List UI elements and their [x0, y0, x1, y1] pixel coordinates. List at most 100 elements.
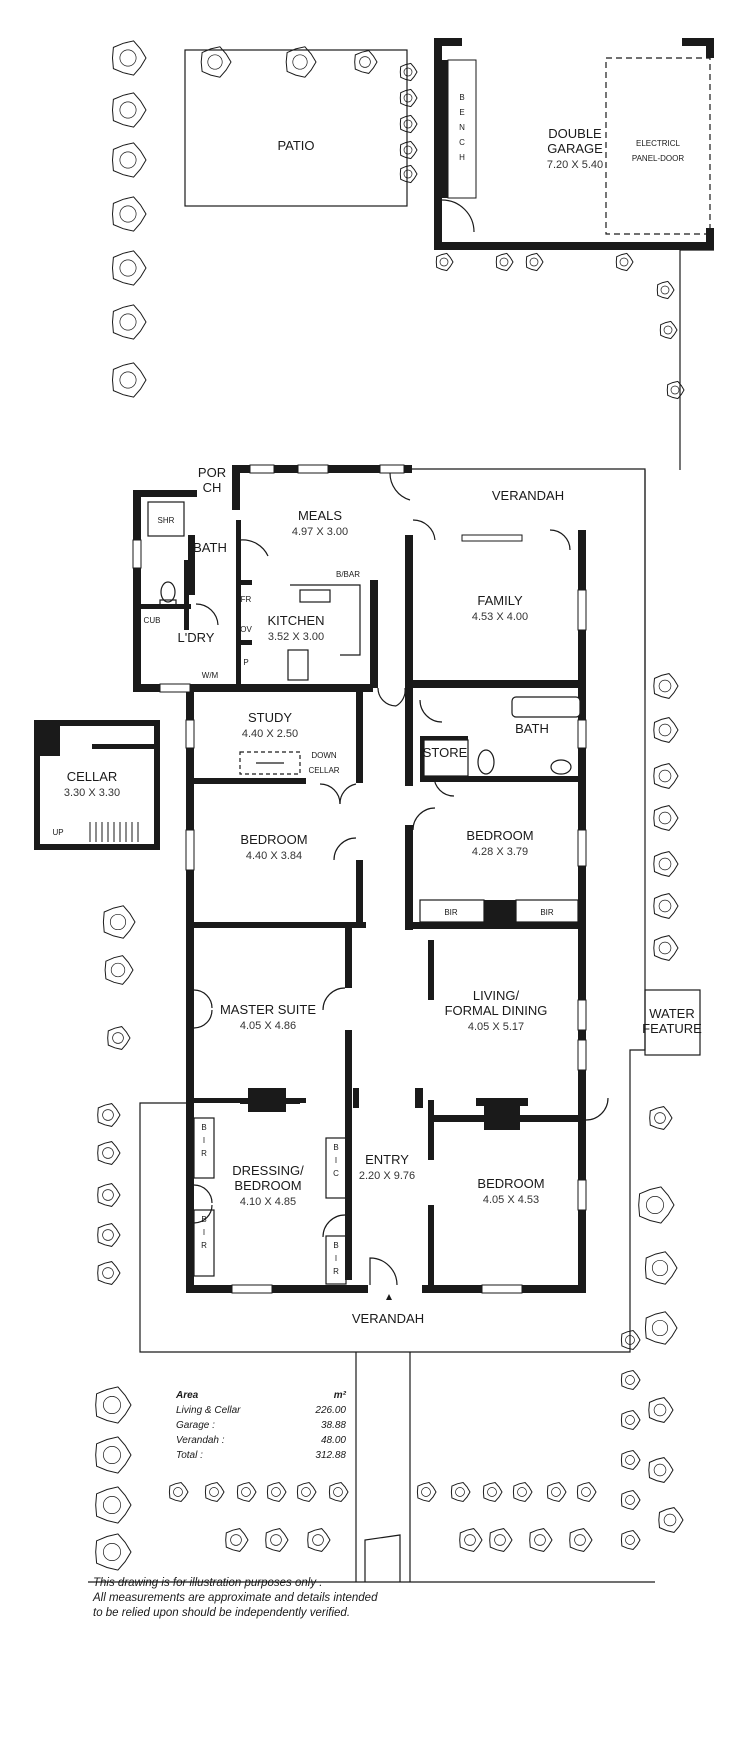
shrub	[354, 50, 378, 74]
verandah-rear-label: VERANDAH	[492, 488, 564, 503]
shrub	[512, 1481, 533, 1503]
disclaimer: This drawing is for illustration purpose…	[93, 1576, 473, 1621]
door-swings	[193, 472, 609, 1238]
shrub	[399, 140, 418, 160]
shrub	[525, 252, 544, 272]
shrub	[111, 250, 147, 286]
bedroom-2-dimensions: 4.28 X 3.79	[472, 846, 528, 858]
windows	[132, 464, 587, 1294]
shrub	[200, 46, 232, 78]
disclaimer-line: All measurements are approximate and det…	[93, 1592, 378, 1604]
shrub	[104, 955, 134, 985]
area-row: Verandah : 48.00	[176, 1435, 346, 1450]
disclaimer-line: to be relied upon should be independentl…	[93, 1607, 351, 1619]
area-row-label: Total :	[176, 1450, 203, 1461]
shrub	[648, 1397, 674, 1423]
shrub	[576, 1481, 597, 1503]
shrub	[450, 1481, 471, 1503]
cellar-label: CELLAR	[67, 769, 118, 784]
shrub	[399, 164, 418, 184]
fr-label: FR	[241, 595, 252, 604]
area-row: Living & Cellar 226.00	[176, 1405, 346, 1420]
meals-dimensions: 4.97 X 3.00	[292, 526, 348, 538]
shrub	[399, 114, 418, 134]
area-row-label: Garage :	[176, 1420, 215, 1431]
cellar-dimensions: 3.30 X 3.30	[64, 787, 120, 799]
double-garage-label: DOUBLE	[548, 126, 602, 141]
shrub	[265, 1528, 289, 1552]
shrub	[529, 1528, 553, 1552]
porch-label: POR	[198, 465, 226, 480]
bedroom-1-label: BEDROOM	[240, 832, 307, 847]
shrub	[399, 88, 418, 108]
double-garage-dimensions: 7.20 X 5.40	[547, 159, 603, 171]
bedroom-1-dimensions: 4.40 X 3.84	[246, 850, 302, 862]
study-label: STUDY	[248, 710, 292, 725]
shrub	[482, 1481, 503, 1503]
ov-label: OV	[240, 625, 252, 634]
cellar-stairs	[89, 822, 139, 842]
shrub	[569, 1528, 593, 1552]
master-suite-dimensions: 4.05 X 4.86	[240, 1020, 296, 1032]
dressing-label: DRESSING/	[232, 1163, 304, 1178]
shrub	[653, 893, 679, 919]
shrub	[307, 1528, 331, 1552]
shrub	[111, 40, 147, 76]
garage-door-label: ELECTRICL	[636, 139, 681, 148]
area-row-value: 312.88	[315, 1450, 346, 1461]
shrub	[296, 1481, 317, 1503]
shrub	[328, 1481, 349, 1503]
bedroom-3-dimensions: 4.05 X 4.53	[483, 1194, 539, 1206]
living-dimensions: 4.05 X 5.17	[468, 1021, 524, 1033]
shower-label: SHR	[158, 516, 175, 525]
store-label: STORE	[423, 745, 468, 760]
shrub	[644, 1251, 678, 1285]
shrub	[644, 1311, 678, 1345]
shrub	[111, 362, 147, 398]
shrub	[97, 1223, 121, 1247]
kitchen-dimensions: 3.52 X 3.00	[268, 631, 324, 643]
shrub	[648, 1457, 674, 1483]
shrub	[111, 196, 147, 232]
area-row-value: 38.88	[320, 1420, 346, 1431]
disclaimer-line: This drawing is for illustration purpose…	[93, 1577, 323, 1589]
shrub	[102, 905, 136, 939]
area-row: Total : 312.88	[176, 1450, 346, 1465]
bath-rear-label: BATH	[193, 540, 227, 555]
shrub	[204, 1481, 225, 1503]
shrub	[620, 1529, 641, 1551]
double-garage-label: GARAGE	[547, 141, 603, 156]
area-row: Garage : 38.88	[176, 1420, 346, 1435]
dressing-label: BEDROOM	[234, 1178, 301, 1193]
shrub	[495, 252, 514, 272]
shrub	[653, 763, 679, 789]
pantry-label: P	[243, 658, 248, 667]
area-table: Area m² Living & Cellar 226.00 Garage : …	[176, 1390, 346, 1465]
shrub	[225, 1528, 249, 1552]
living-label: LIVING/	[473, 988, 520, 1003]
shrub	[95, 1386, 132, 1424]
shrub	[653, 805, 679, 831]
bench	[447, 59, 477, 199]
shrub	[285, 46, 317, 78]
family-label: FAMILY	[477, 593, 523, 608]
shrub	[111, 92, 147, 128]
shrub	[615, 252, 634, 272]
shrub	[620, 1489, 641, 1511]
study-dimensions: 4.40 X 2.50	[242, 728, 298, 740]
shrub	[95, 1436, 132, 1474]
area-unit: m²	[333, 1390, 346, 1401]
shrub	[620, 1369, 641, 1391]
shrub	[489, 1528, 513, 1552]
shrub	[399, 62, 418, 82]
bath-tub	[511, 696, 581, 718]
shrub	[107, 1026, 131, 1050]
down-cellar-label: CELLAR	[308, 766, 339, 775]
shrub	[97, 1183, 121, 1207]
down-cellar-label: DOWN	[311, 751, 337, 760]
water-feature-label: FEATURE	[642, 1021, 702, 1036]
